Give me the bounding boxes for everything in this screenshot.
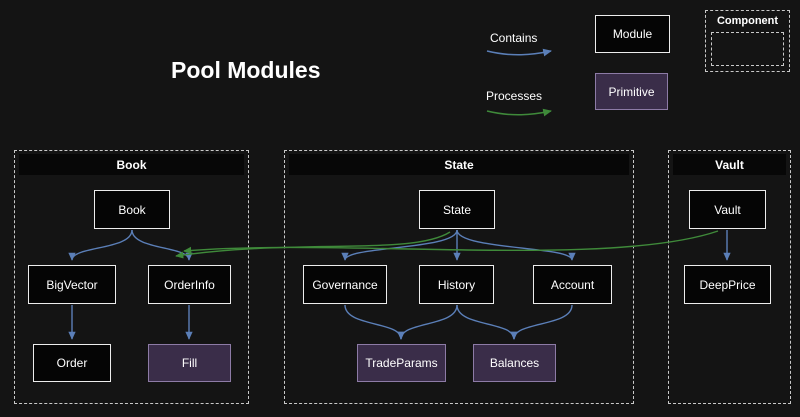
legend-contains-arrow: [486, 48, 552, 57]
node-history: History: [419, 265, 494, 304]
node-fill: Fill: [148, 344, 231, 382]
node-balances-label: Balances: [489, 356, 540, 370]
group-vault-header: Vault: [673, 154, 786, 175]
legend-primitive-box: Primitive: [595, 73, 668, 110]
node-bigvector-label: BigVector: [46, 277, 98, 292]
legend-contains-label: Contains: [490, 31, 538, 45]
node-book: Book: [94, 190, 170, 229]
legend-component-box: Component: [705, 10, 790, 72]
edge-book-orderinfo: [131, 229, 193, 261]
node-book-label: Book: [118, 202, 146, 217]
node-vault-label: Vault: [714, 202, 741, 217]
legend-module-box: Module: [595, 15, 670, 53]
page-title: Pool Modules: [171, 57, 321, 83]
legend-component-body: [711, 32, 784, 66]
legend-primitive-label: Primitive: [608, 84, 655, 99]
node-account: Account: [533, 265, 612, 304]
node-governance: Governance: [303, 265, 387, 304]
node-state: State: [419, 190, 495, 229]
node-history-label: History: [437, 277, 476, 292]
node-tradeparams-label: TradeParams: [365, 356, 438, 370]
group-vault: Vault: [668, 150, 791, 404]
node-governance-label: Governance: [312, 277, 378, 292]
node-orderinfo: OrderInfo: [148, 265, 231, 304]
edge-governance-tradeparams: [344, 304, 405, 340]
legend-module-label: Module: [612, 27, 653, 41]
edge-book-bigvector: [68, 229, 133, 261]
node-bigvector: BigVector: [28, 265, 116, 304]
edge-state-orderinfo: [175, 231, 451, 259]
group-book: Book: [14, 150, 249, 404]
node-deepprice: DeepPrice: [684, 265, 771, 304]
group-book-header: Book: [19, 154, 244, 175]
node-order: Order: [33, 344, 111, 382]
edge-history-tradeparams: [397, 304, 458, 340]
node-deepprice-label: DeepPrice: [699, 277, 756, 292]
node-tradeparams: TradeParams: [357, 344, 446, 382]
legend-processes-arrow: [486, 108, 552, 117]
group-state-header: State: [289, 154, 629, 175]
node-order-label: Order: [56, 356, 88, 370]
node-fill-label: Fill: [181, 356, 198, 370]
edge-vault-orderinfo: [183, 230, 719, 255]
group-state: State: [284, 150, 634, 404]
node-account-label: Account: [550, 277, 595, 292]
node-vault: Vault: [689, 190, 766, 229]
edge-state-governance: [341, 229, 458, 261]
legend-processes-label: Processes: [486, 89, 543, 103]
edge-state-account: [456, 229, 576, 261]
node-balances: Balances: [473, 344, 556, 382]
edge-account-balances: [510, 304, 573, 340]
legend-component-label: Component: [716, 15, 779, 27]
edge-history-balances: [456, 304, 518, 340]
node-state-label: State: [442, 202, 472, 217]
node-orderinfo-label: OrderInfo: [164, 277, 215, 292]
